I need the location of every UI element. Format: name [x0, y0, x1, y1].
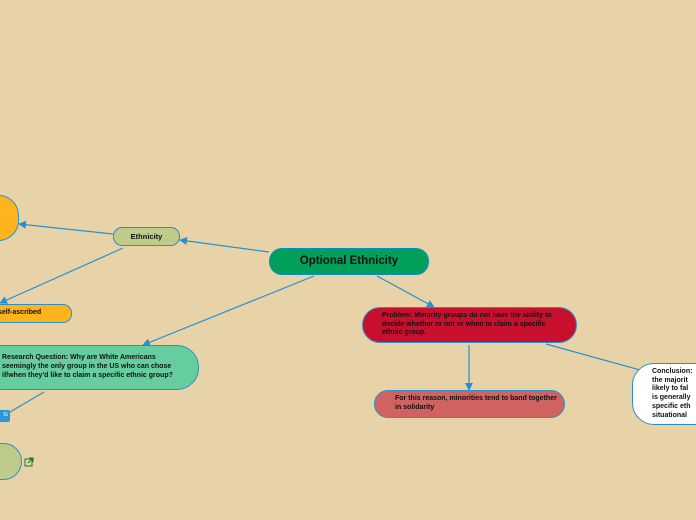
connector-ethnicity-selfascribed: [0, 247, 124, 304]
connector-central-research: [142, 275, 315, 347]
conclusion-line: the majorit: [652, 376, 688, 384]
conclusion-node[interactable]: Conclusion: the majorit likely to fal is…: [632, 363, 696, 425]
reason-label: For this reason, minorities tend to band…: [395, 395, 557, 411]
problem-node[interactable]: Problem: Minority groups do not have the…: [362, 307, 577, 343]
self-ascribed-node[interactable]: self-ascribed: [0, 304, 72, 323]
problem-label: Problem: Minority groups do not have the…: [382, 311, 552, 337]
self-ascribed-label: self-ascribed: [0, 309, 42, 317]
research-question-label: Research Question: Why are White America…: [2, 354, 173, 379]
connector-problem-conclusion: [545, 343, 641, 371]
ethnicity-label: Ethnicity: [130, 231, 163, 241]
conclusion-line: is generally: [652, 394, 691, 401]
conclusion-line: specific eth: [652, 402, 691, 410]
connector-central-ethnicity: [179, 236, 270, 253]
reason-node[interactable]: For this reason, minorities tend to band…: [374, 390, 565, 418]
connector-ethnicity-circle: [18, 220, 114, 235]
conclusion-text: Conclusion: the majorit likely to fal is…: [652, 368, 692, 421]
attachment-tag[interactable]: ts: [0, 410, 10, 422]
attachment-tag-label: ts: [3, 412, 8, 419]
connector-central-problem: [376, 275, 435, 308]
central-topic-node[interactable]: Optional Ethnicity: [269, 248, 429, 275]
research-question-node[interactable]: Research Question: Why are White America…: [0, 345, 199, 390]
connector-research-tag: [9, 391, 45, 413]
conclusion-line: likely to fal: [652, 385, 689, 393]
conclusion-line: Conclusion:: [652, 367, 693, 375]
central-topic-label: Optional Ethnicity: [299, 255, 399, 268]
conclusion-line: situational: [652, 411, 688, 419]
link-out-icon[interactable]: [24, 457, 34, 467]
ethnicity-node[interactable]: Ethnicity: [113, 227, 180, 246]
